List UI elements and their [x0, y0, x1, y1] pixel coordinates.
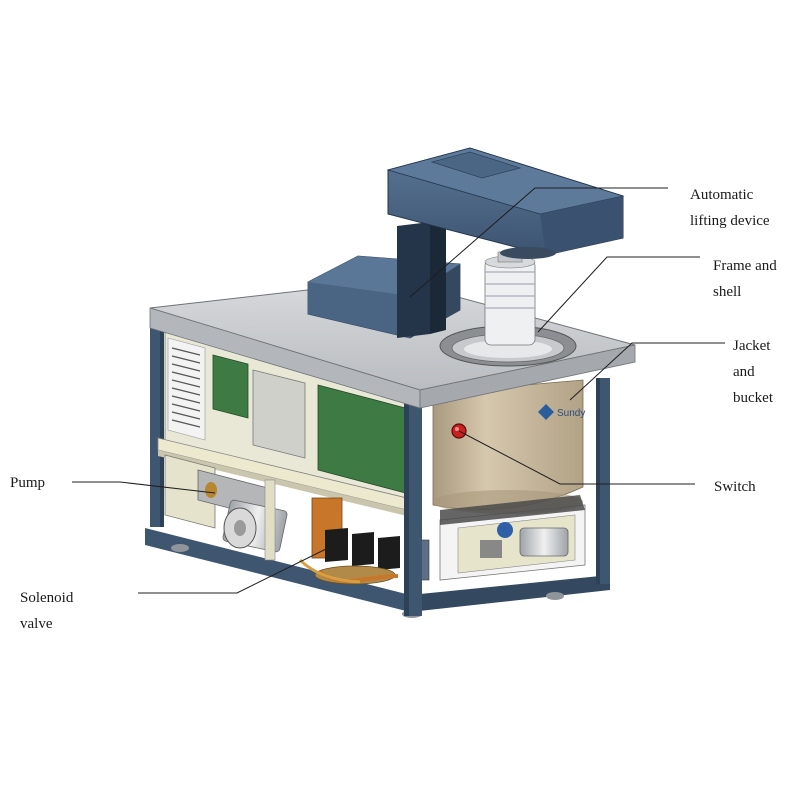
label-line: Frame and — [713, 258, 777, 274]
lifting-column — [397, 222, 446, 338]
label-pump: Pump — [10, 470, 45, 496]
brand-logo-icon — [538, 404, 554, 420]
label-switch: Switch — [714, 474, 756, 500]
label-line: bucket — [733, 390, 773, 406]
label-jacket-and-bucket: Jacket and bucket — [733, 333, 773, 411]
label-line: lifting device — [690, 213, 770, 229]
stirrer-assembly — [439, 504, 586, 581]
label-automatic-lifting-device: Automatic lifting device — [690, 182, 770, 234]
leader-frame-shell — [537, 256, 700, 333]
label-line: Automatic — [690, 187, 754, 203]
brand-text: Sundy — [557, 408, 585, 419]
lifting-head — [386, 147, 625, 259]
vent-grill — [167, 337, 206, 441]
label-line: Pump — [10, 475, 46, 491]
leader-pump — [72, 481, 216, 494]
leader-switch — [458, 430, 695, 485]
leader-lines — [72, 187, 725, 594]
label-line: and — [733, 364, 755, 380]
bomb-vessel — [484, 251, 536, 346]
label-line: shell — [713, 284, 742, 300]
label-solenoid-valve: Solenoid valve — [20, 585, 73, 637]
leader-lifting-device — [409, 187, 668, 298]
label-line: Switch — [714, 479, 756, 495]
jacket-bucket: Sundy — [432, 379, 585, 525]
right-posts — [404, 378, 610, 616]
pump-assembly — [164, 454, 288, 561]
label-line: valve — [20, 616, 53, 632]
label-line: Jacket — [733, 338, 771, 354]
label-frame-and-shell: Frame and shell — [713, 253, 777, 305]
leader-solenoid-valve — [138, 547, 329, 594]
label-line: Solenoid — [20, 590, 74, 606]
leader-jacket-bucket — [569, 342, 725, 401]
circuit-boards — [212, 354, 414, 496]
